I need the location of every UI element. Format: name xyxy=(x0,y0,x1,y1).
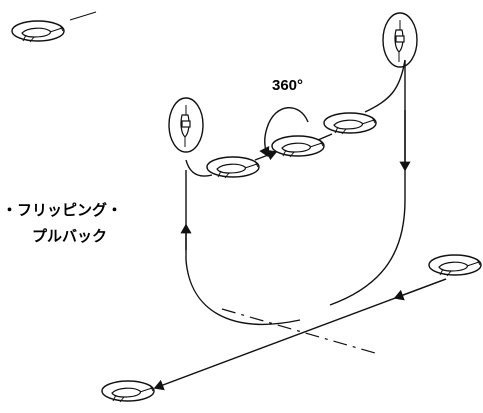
heli-top-left xyxy=(11,20,65,43)
left-loop-path xyxy=(180,159,301,325)
heli-center xyxy=(271,135,325,158)
heli-bottom-left xyxy=(101,380,155,403)
heli-bottom-right xyxy=(428,254,482,277)
heli-left-vertical xyxy=(168,97,204,153)
maneuver-name-line1: ・フリッピング・ xyxy=(2,201,122,219)
rotation-arrow xyxy=(259,107,309,158)
heli-mid-left xyxy=(206,156,260,179)
heli-mid-right xyxy=(323,112,377,135)
motion-tick xyxy=(69,11,97,21)
ground-reference-line xyxy=(221,308,376,354)
right-vertical-path xyxy=(329,59,411,306)
entry-exit-path xyxy=(153,278,447,391)
rotation-label: 360° xyxy=(272,77,303,94)
heli-right-vertical xyxy=(382,12,418,68)
maneuver-name-line2: プルバック xyxy=(32,228,107,245)
